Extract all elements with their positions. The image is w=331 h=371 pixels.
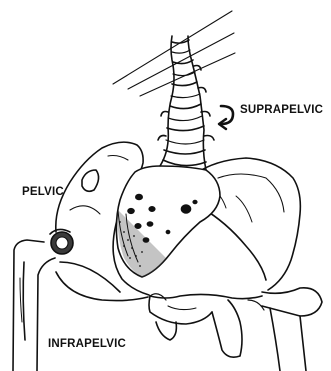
infrapelvic-label: INFRAPELVIC <box>48 338 126 350</box>
lumbar-spine <box>158 36 214 170</box>
suprapelvic-label: SUPRAPELVIC <box>240 104 323 116</box>
left-acetabulum <box>50 229 73 254</box>
sacrum <box>116 166 220 277</box>
left-femur <box>13 240 55 371</box>
pelvic-label: PELVIC <box>22 186 64 198</box>
right-femur <box>248 288 322 371</box>
pubic-symphysis <box>149 294 262 357</box>
curved-rotation-arrow-icon <box>219 106 233 129</box>
